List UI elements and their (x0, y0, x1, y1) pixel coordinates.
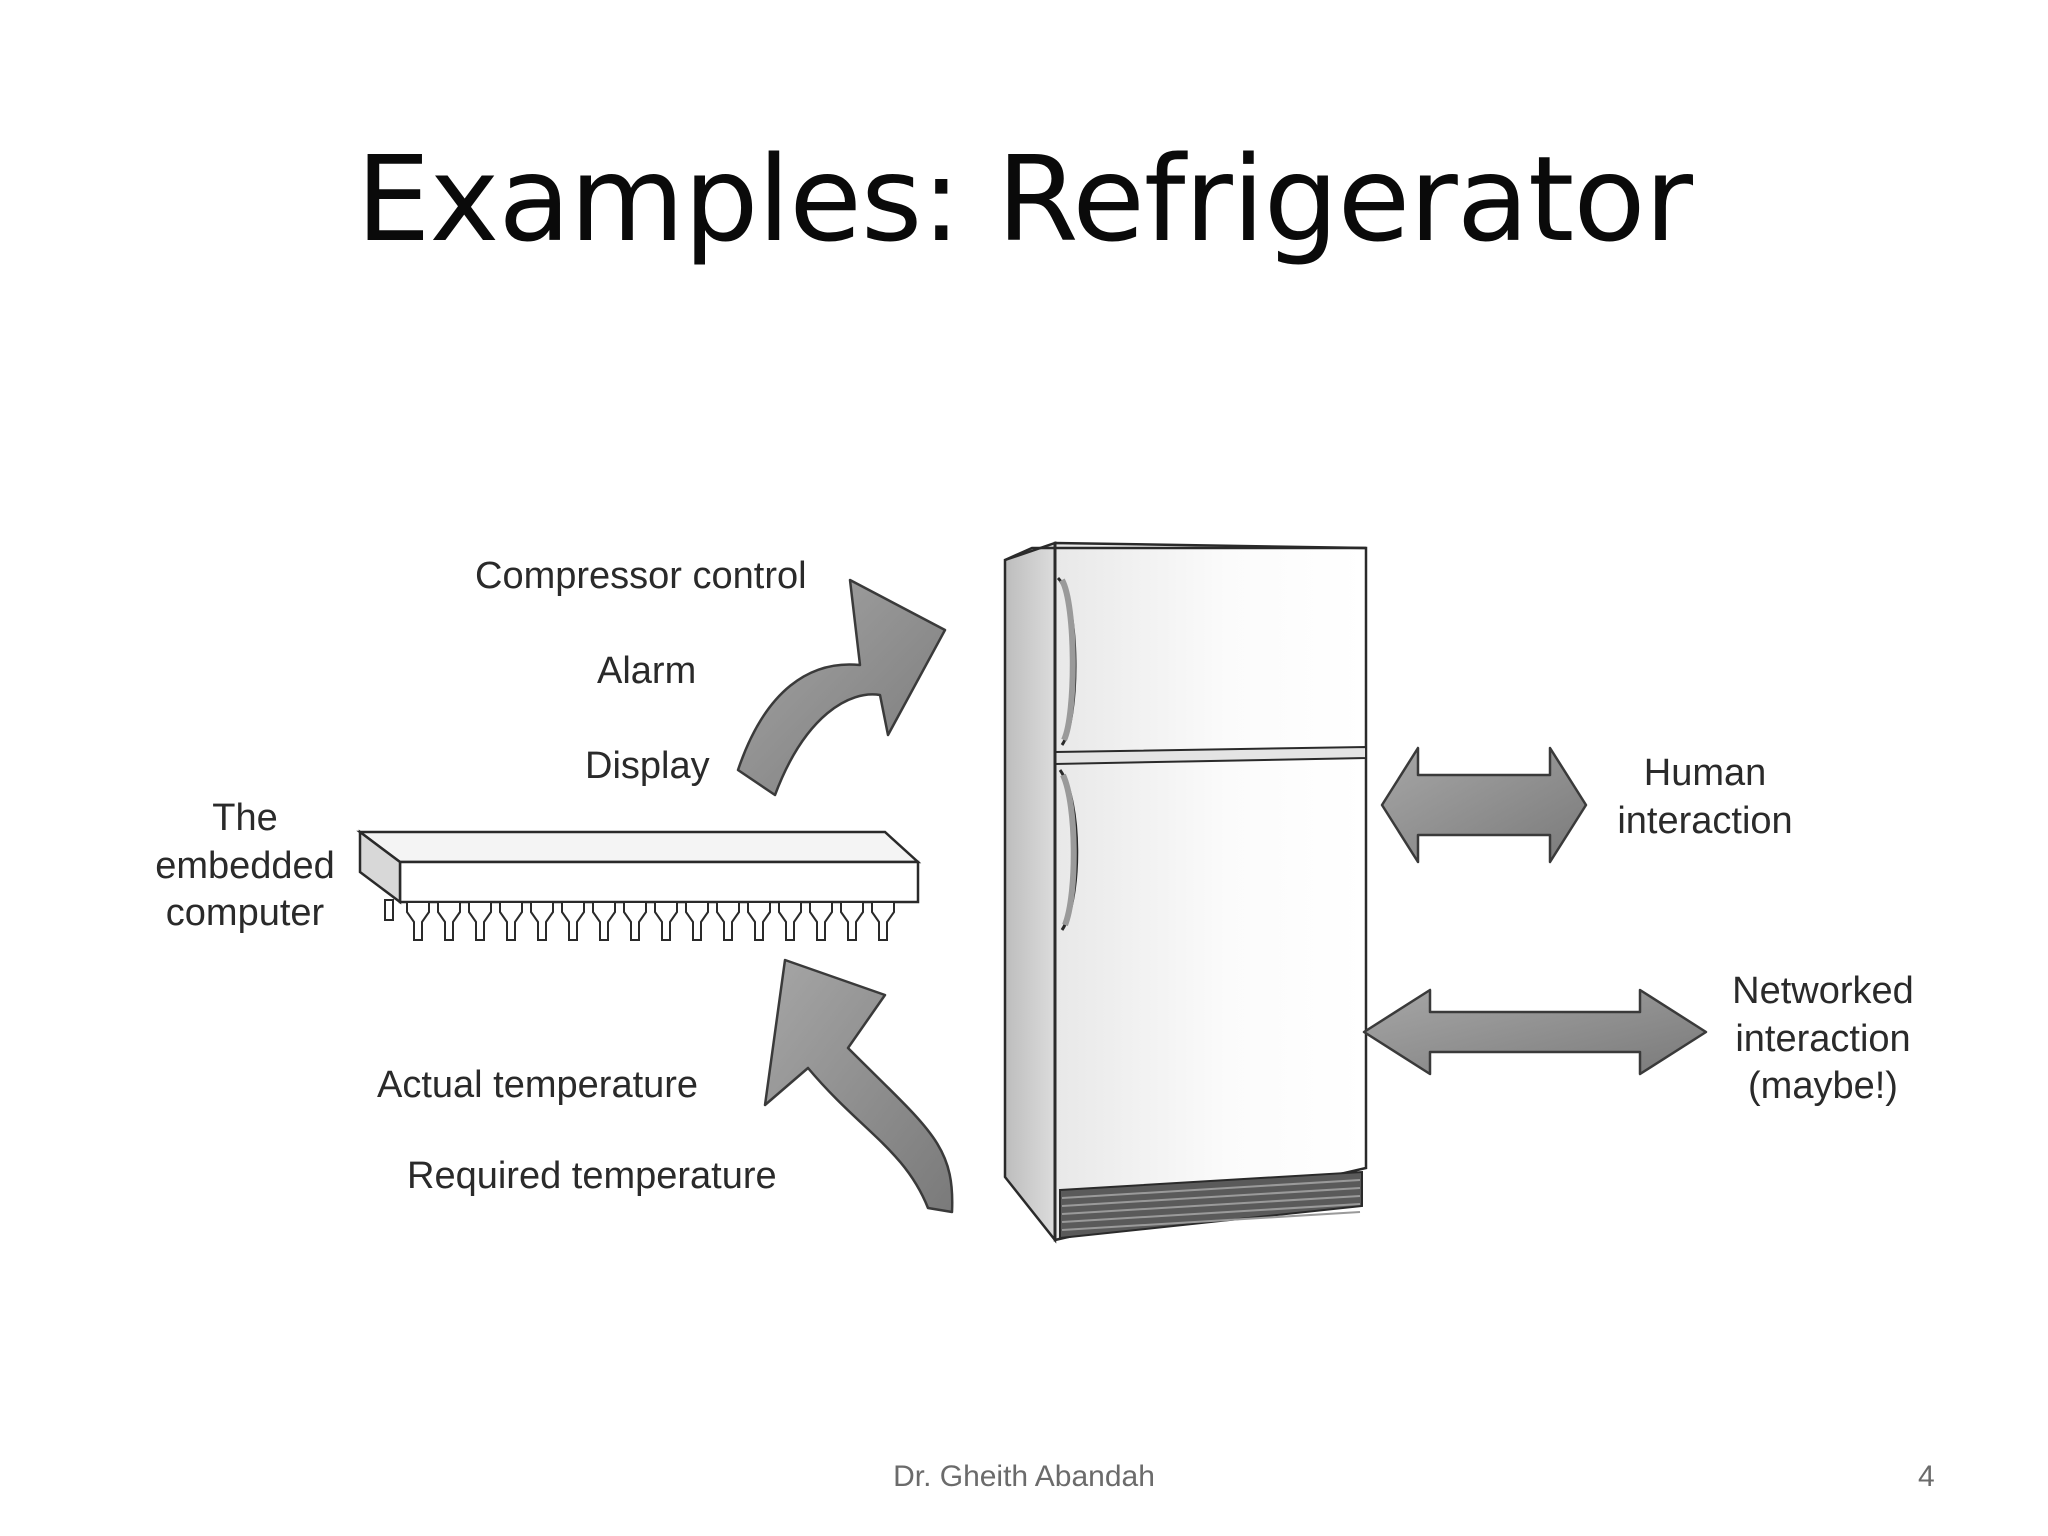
footer-author: Dr. Gheith Abandah (893, 1460, 1155, 1493)
label-human-interaction-line1: Human (1643, 752, 1767, 794)
label-embedded-computer-line1: The (212, 797, 278, 839)
chip-pin (778, 901, 802, 941)
chip-pin (747, 901, 771, 941)
chip-pin (561, 901, 585, 941)
embedded-chip-icon (356, 829, 922, 941)
refrigerator-icon (1003, 541, 1368, 1244)
chip-pin (716, 901, 740, 941)
label-embedded-computer: The embedded computer (140, 795, 350, 938)
chip-pin (623, 901, 647, 941)
label-networked-interaction-line3: (maybe!) (1748, 1065, 1898, 1107)
chip-pin (685, 901, 709, 941)
label-networked-interaction-line2: interaction (1735, 1017, 1911, 1060)
label-networked-interaction: Networked interaction (maybe!) (1713, 968, 1933, 1111)
chip-pin (809, 901, 833, 941)
label-display: Display (585, 745, 710, 787)
human-interaction-arrow (1380, 746, 1588, 864)
label-embedded-computer-line3: computer (165, 892, 325, 934)
output-curved-arrow (736, 578, 947, 797)
input-curved-arrow (763, 958, 954, 1214)
chip-pin (840, 901, 864, 941)
label-networked-interaction-line1: Networked (1732, 970, 1914, 1012)
slide-title: Examples: Refrigerator (355, 130, 1693, 268)
networked-interaction-arrow (1362, 988, 1708, 1076)
label-compressor-control: Compressor control (475, 555, 807, 597)
chip-pin (592, 901, 616, 941)
chip-pin (871, 901, 895, 941)
label-human-interaction: Human interaction (1590, 750, 1820, 845)
chip-pin (468, 901, 492, 941)
label-embedded-computer-line2: embedded (155, 844, 335, 887)
chip-pin (406, 901, 430, 941)
chip-pin (654, 901, 678, 941)
label-required-temperature: Required temperature (407, 1155, 777, 1197)
chip-pin (530, 901, 554, 941)
chip-pin (499, 901, 523, 941)
chip-pin (437, 901, 461, 941)
page-number: 4 (1918, 1460, 1935, 1493)
label-alarm: Alarm (597, 650, 697, 692)
label-human-interaction-line2: interaction (1617, 799, 1793, 842)
label-actual-temperature: Actual temperature (377, 1064, 699, 1106)
